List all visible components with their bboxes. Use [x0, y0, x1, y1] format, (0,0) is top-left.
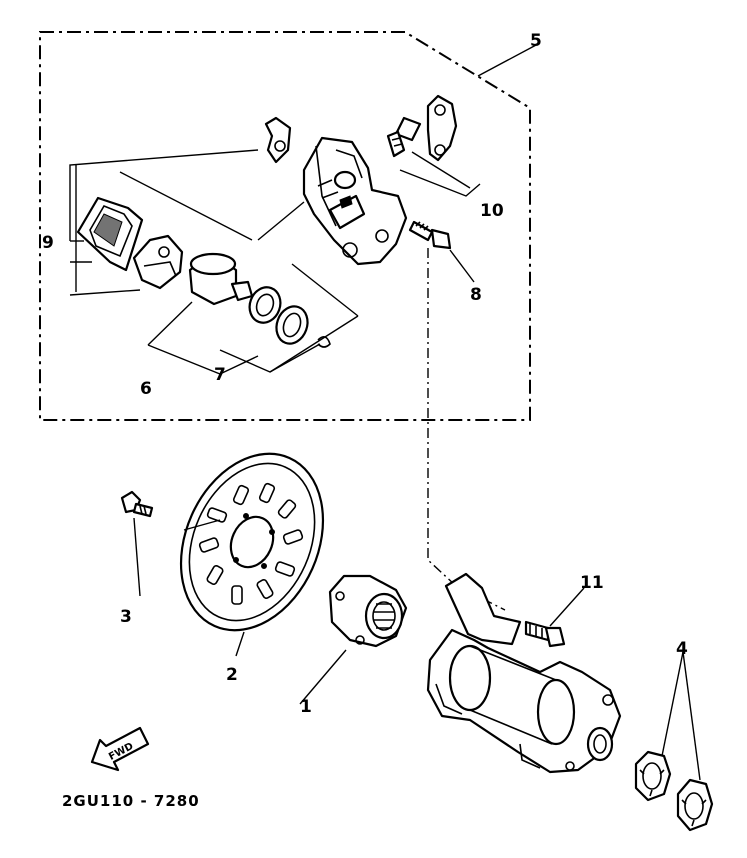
alignment-centerline	[427, 248, 506, 611]
brake-disc	[179, 452, 325, 632]
caliper-piston	[188, 252, 254, 306]
callout-11: 11	[580, 573, 604, 593]
brake-pad-right	[132, 234, 184, 290]
callout-3: 3	[120, 607, 132, 627]
caliper-body	[302, 136, 408, 266]
callout-10: 10	[480, 201, 504, 221]
callout-5: 5	[530, 31, 542, 51]
wheel-hub-flange	[328, 574, 408, 648]
dust-seal	[275, 305, 309, 345]
caliper-bolt	[386, 116, 422, 158]
forward-direction-arrow: FWD	[90, 726, 150, 772]
caliper-bracket-plate	[426, 94, 458, 162]
callout-4: 4	[676, 639, 688, 659]
disc-bolt	[120, 490, 154, 518]
callout-2: 2	[226, 665, 238, 685]
drawing-code: 2GU110 - 7280	[62, 792, 200, 810]
disc-vent-slots	[198, 482, 304, 605]
callout-1: 1	[300, 697, 312, 717]
leader-lines	[69, 43, 701, 781]
rear-axle-housing	[426, 572, 622, 774]
seal-ring-clip	[317, 336, 331, 348]
piston-seal	[248, 286, 282, 324]
lock-nut-inner	[634, 750, 672, 802]
lock-nut-outer	[676, 778, 714, 832]
callout-8: 8	[470, 285, 482, 305]
caliper-assembly-boundary	[39, 31, 531, 421]
brake-pad-left	[76, 196, 144, 272]
callout-9: 9	[42, 233, 54, 253]
bleed-screw	[408, 220, 452, 250]
pad-retainer-clip	[264, 116, 292, 164]
housing-bolt	[524, 620, 566, 648]
callout-7: 7	[214, 365, 226, 385]
callout-6: 6	[140, 379, 152, 399]
